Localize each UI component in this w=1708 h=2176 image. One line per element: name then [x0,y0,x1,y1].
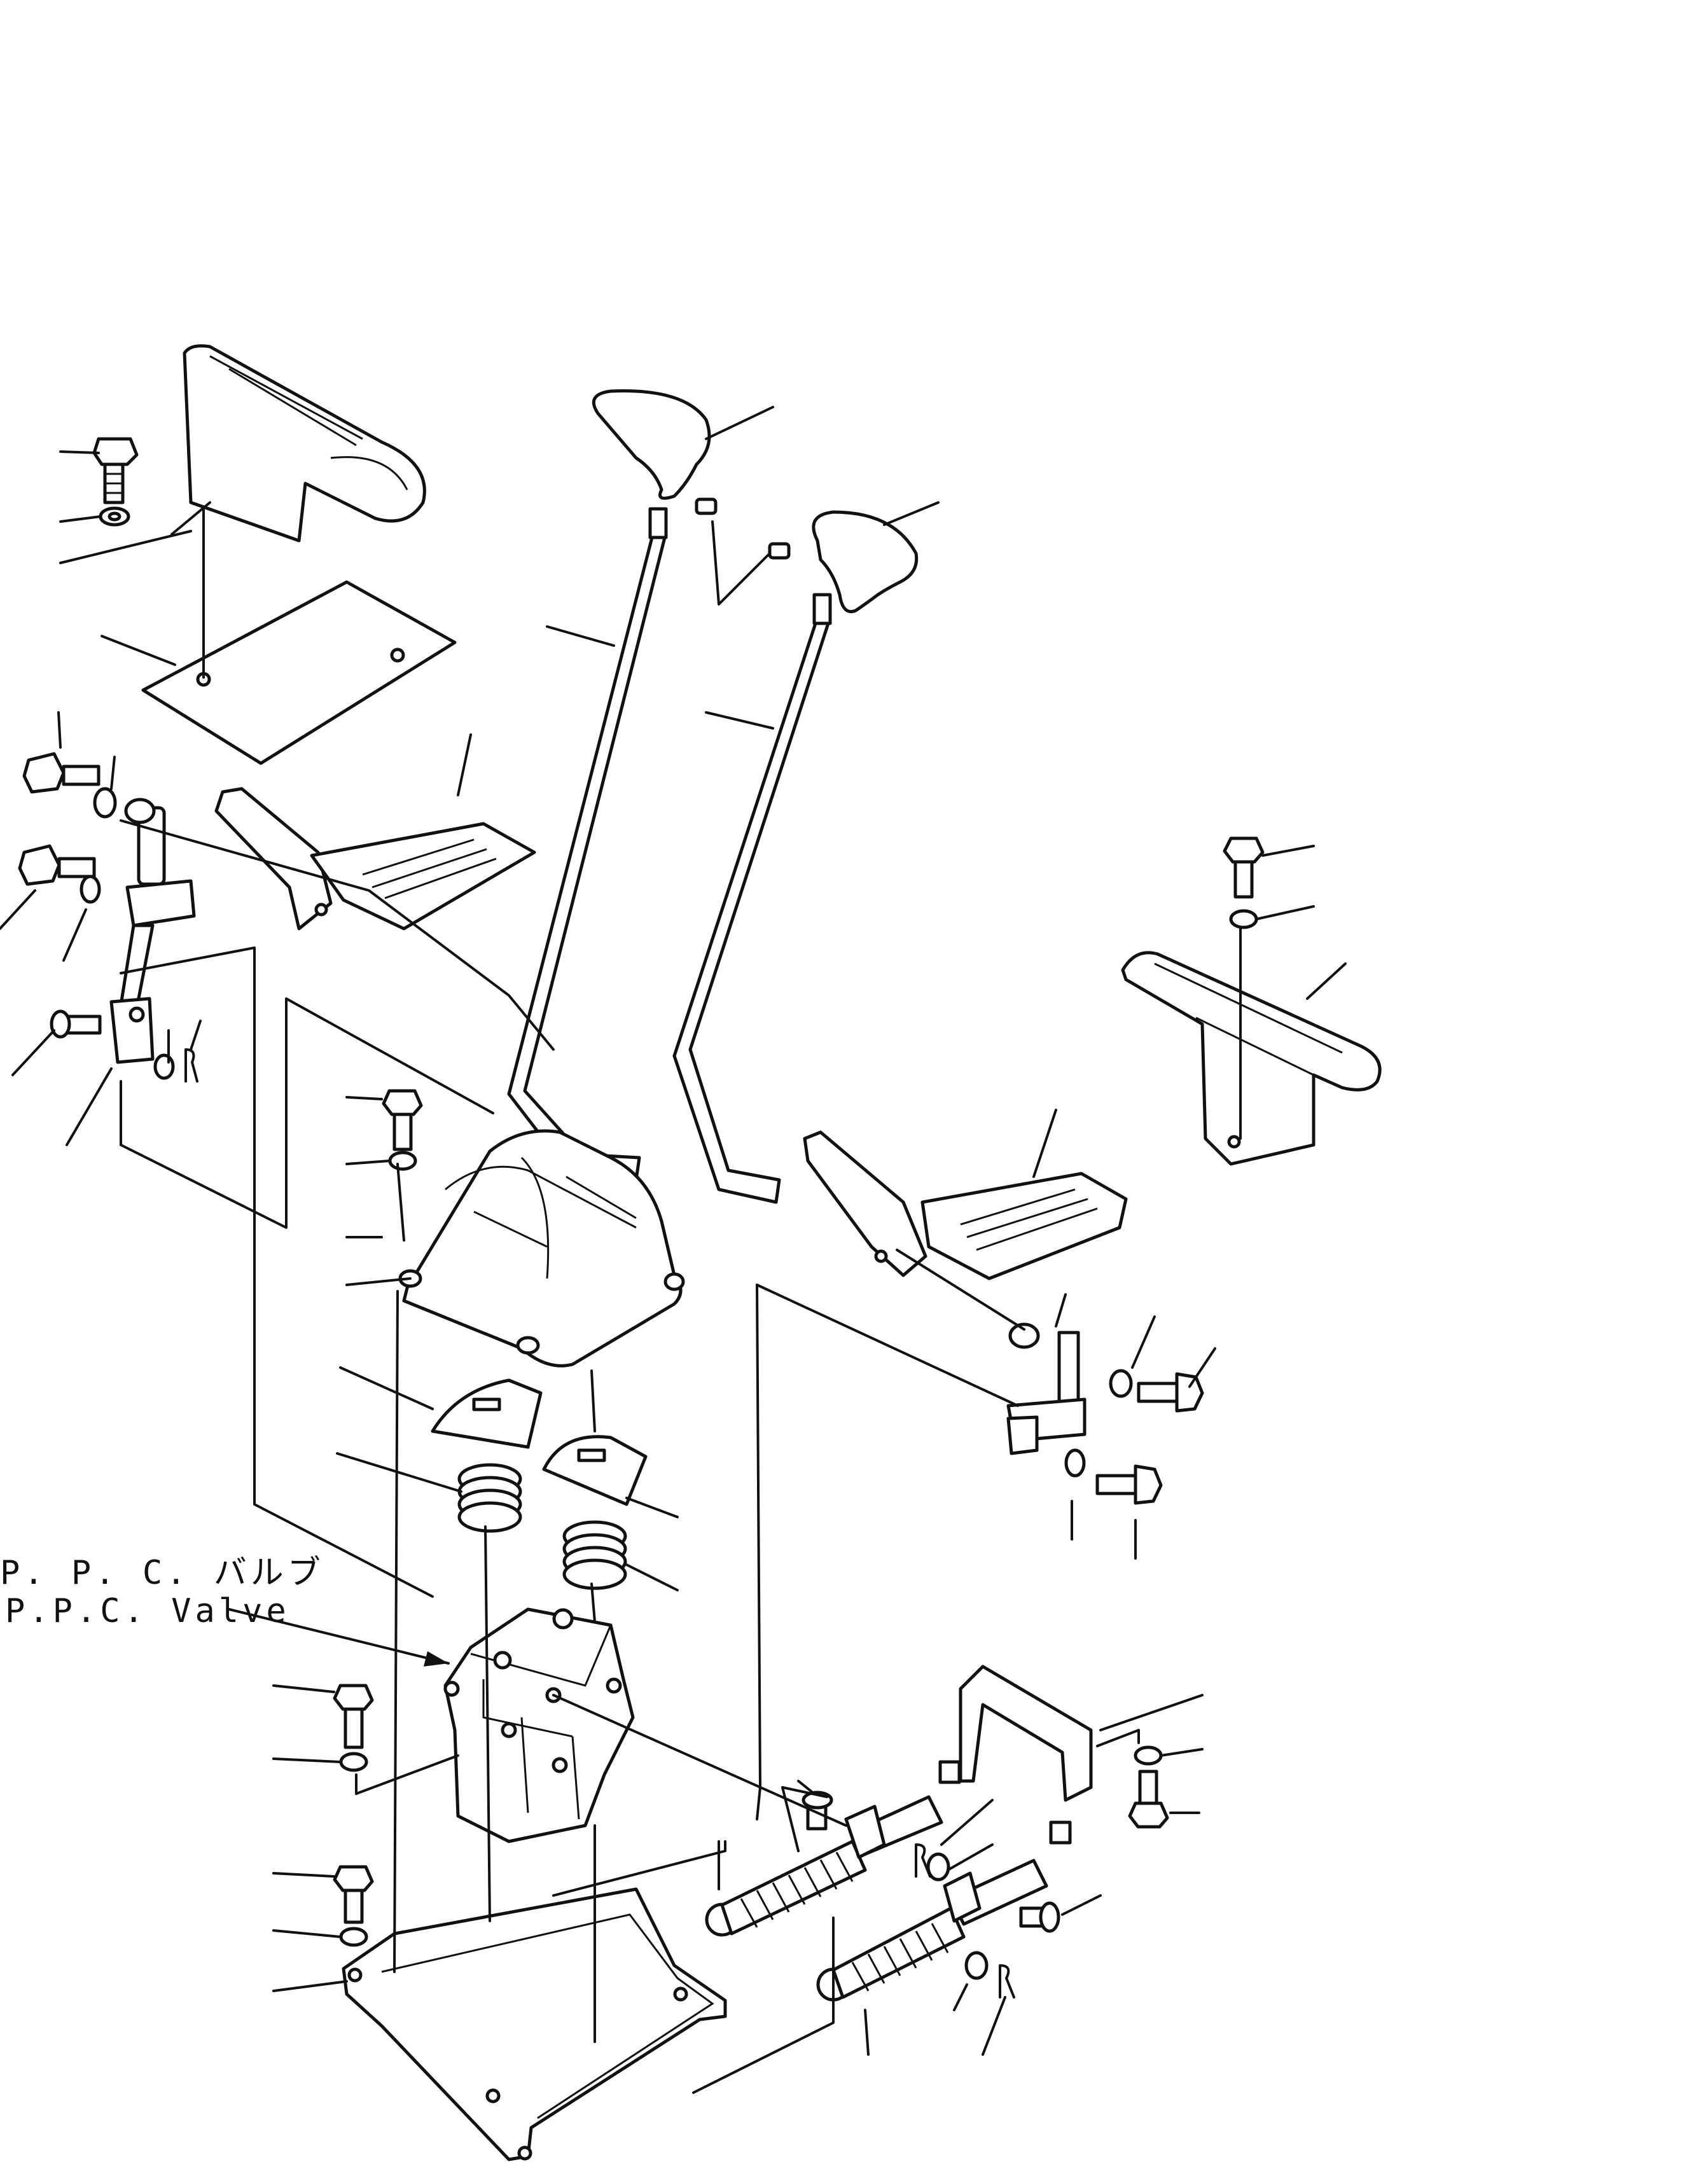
bolt [1095,1464,1163,1505]
ppc-valve-label-en: P.P.C. Valve [5,1592,290,1630]
set-screw [768,542,791,560]
washer [339,1752,368,1772]
spring [457,1463,522,1533]
pin [50,1009,102,1039]
pin [1019,1901,1060,1933]
right-foot-pedal [803,1130,1128,1280]
ppc-valve [443,1607,635,1843]
lever-cover [398,1129,685,1368]
washer [1064,1448,1086,1478]
ppc-valve-label-jp: P. P. C. バルブ [0,1554,324,1592]
right-pedal-cover [1121,951,1382,1166]
washer [926,1852,950,1881]
lower-damper [816,1859,1048,2002]
washer [339,1927,368,1947]
washer [80,875,101,904]
washer [964,1951,989,1980]
spring [562,1520,627,1590]
washer [1134,1745,1163,1766]
washer [153,1053,175,1080]
washer [93,787,117,819]
washer [99,506,130,527]
bolt [18,844,96,886]
rubber-boot [542,1435,648,1506]
damper-bracket [938,1665,1093,1845]
left-pedal-cover [183,344,426,543]
washer [1229,909,1258,929]
rubber-boot [431,1378,543,1449]
assembly-lines [120,501,1242,2094]
floor-plate [141,580,457,765]
right-link-rod [1006,1322,1087,1455]
left-link-rod [109,798,196,1064]
mounting-plate [342,1887,727,2161]
bolt [382,1089,423,1151]
left-foot-pedal [214,787,536,931]
set-screw [695,497,718,515]
bolt [333,1865,374,1924]
left-travel-lever [507,507,668,1182]
bolt [92,437,139,504]
cotter-pin [999,1964,1015,1999]
bolt [1137,1372,1204,1413]
bolt [333,1684,374,1749]
washer [1109,1369,1133,1398]
leader-lines [0,406,1347,2056]
bolt [1223,836,1265,899]
upper-damper [705,1795,943,1937]
lever-knob [812,510,919,613]
cotter-pin [915,1843,931,1878]
bolt [22,752,101,794]
washer [388,1151,417,1171]
cotter-pin [184,1048,198,1083]
bolt [1128,1770,1169,1829]
lever-knob [592,389,711,500]
right-travel-lever [672,593,832,1204]
